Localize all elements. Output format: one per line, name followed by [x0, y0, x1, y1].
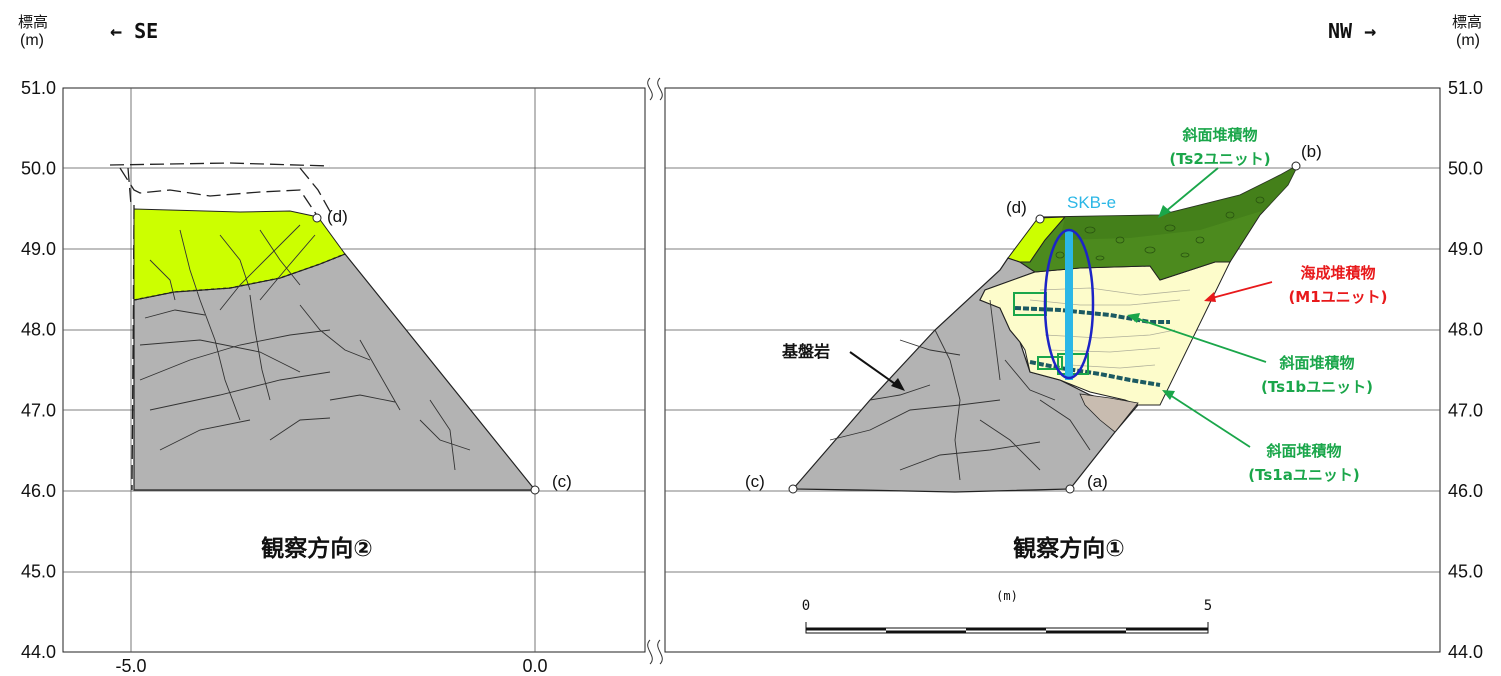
axis-break-mark-bottom	[646, 639, 664, 665]
y-tick-label: 51.0	[21, 78, 56, 98]
right-outcrop-section: SKB-e (d) (b) (c) (a)	[745, 142, 1322, 494]
y-tick-label: 44.0	[1448, 642, 1483, 662]
view-direction-1-label: 観察方向①	[1013, 535, 1124, 562]
y-tick-label: 46.0	[21, 481, 56, 501]
unit-m1-line1: 海成堆積物	[1300, 264, 1375, 282]
right-fracture-lines	[829, 299, 1091, 481]
right-y-tick-labels: 51.0 50.0 49.0 48.0 47.0 46.0 45.0 44.0	[1448, 78, 1483, 662]
y-tick-label: 49.0	[1448, 239, 1483, 259]
direction-nw-label: NW →	[1328, 19, 1376, 43]
borehole-highlight-ellipse	[1043, 228, 1095, 380]
y-tick-label: 47.0	[1448, 400, 1483, 420]
y-tick-label: 44.0	[21, 642, 56, 662]
right-axis-title: 標高 (m)	[1452, 13, 1482, 49]
y-tick-label: 45.0	[21, 561, 56, 581]
scale-end-label: 5	[1204, 598, 1212, 614]
view-direction-2-label: 観察方向②	[261, 535, 372, 562]
y-tick-label: 47.0	[21, 400, 56, 420]
axis-title-line1: 標高	[18, 13, 48, 31]
y-tick-label: 50.0	[1448, 159, 1483, 179]
right-panel-frame	[664, 87, 1441, 653]
direction-se-label: ← SE	[110, 19, 158, 43]
point-c-marker	[788, 484, 798, 494]
y-tick-label: 46.0	[1448, 481, 1483, 501]
left-dashed-outline	[109, 162, 333, 491]
unit-ts2-line2: (Ts2ユニット)	[1169, 150, 1270, 168]
point-d-label: (d)	[1006, 198, 1027, 217]
sample-box	[1037, 356, 1063, 370]
point-a-marker	[1065, 484, 1075, 494]
point-c-marker	[530, 485, 540, 495]
ts1b-unit-band	[1014, 306, 1170, 387]
left-outcrop-section: (d) (c)	[109, 162, 572, 495]
y-tick-label: 48.0	[21, 320, 56, 340]
left-axis-title: 標高 (m)	[18, 13, 48, 49]
borehole-skb-e	[1065, 230, 1073, 380]
scale-unit-label: (m)	[996, 589, 1018, 603]
axis-title-line2: (m)	[1456, 32, 1480, 49]
left-y-tick-labels: 51.0 50.0 49.0 48.0 47.0 46.0 45.0 44.0	[21, 78, 56, 662]
point-d-marker	[312, 213, 322, 223]
unit-ts1a-line1: 斜面堆積物	[1265, 442, 1341, 460]
ts2-pebble-texture	[1055, 196, 1265, 261]
unit-annotation-m1: 海成堆積物 (M1ユニット)	[1204, 264, 1388, 306]
axis-title-line2: (m)	[20, 32, 44, 49]
point-c-label: (c)	[745, 472, 765, 491]
unit-ts2-line1: 斜面堆積物	[1181, 126, 1257, 144]
x-tick-label: 0.0	[522, 656, 547, 676]
ts1a-unit-area	[1079, 393, 1139, 433]
y-tick-label: 49.0	[21, 239, 56, 259]
unit-annotation-ts1b: 斜面堆積物 (Ts1bユニット)	[1127, 313, 1373, 396]
y-tick-label: 48.0	[1448, 320, 1483, 340]
unit-ts1a-line2: (Ts1aユニット)	[1248, 466, 1359, 484]
unit-ts1b-line1: 斜面堆積物	[1278, 354, 1354, 372]
point-d-marker	[1035, 214, 1045, 224]
left-fracture-lines	[139, 224, 471, 471]
bedrock-annotation: 基盤岩	[781, 342, 905, 391]
unit-annotation-ts1a: 斜面堆積物 (Ts1aユニット)	[1162, 390, 1360, 484]
scale-start-label: 0	[802, 598, 810, 614]
point-b-label: (b)	[1301, 142, 1322, 161]
point-c-label: (c)	[552, 472, 572, 491]
unit-annotation-ts2: 斜面堆積物 (Ts2ユニット)	[1158, 126, 1271, 218]
unit-ts1b-line2: (Ts1bユニット)	[1261, 378, 1373, 396]
axis-break-mark-top	[646, 77, 664, 101]
borehole-label: SKB-e	[1067, 193, 1116, 212]
y-tick-label: 51.0	[1448, 78, 1483, 98]
bedrock-label: 基盤岩	[781, 342, 830, 361]
axis-title-line1: 標高	[1452, 13, 1482, 31]
y-tick-label: 50.0	[21, 159, 56, 179]
x-tick-label: -5.0	[115, 656, 146, 676]
point-b-marker	[1291, 161, 1301, 171]
point-d-label: (d)	[327, 207, 348, 226]
y-tick-label: 45.0	[1448, 561, 1483, 581]
left-panel-frame	[62, 87, 646, 653]
unit-m1-line2: (M1ユニット)	[1288, 288, 1387, 306]
point-a-label: (a)	[1087, 472, 1108, 491]
scale-bar: 0 (m) 5	[802, 589, 1212, 634]
left-surface-soil-area	[133, 208, 346, 301]
